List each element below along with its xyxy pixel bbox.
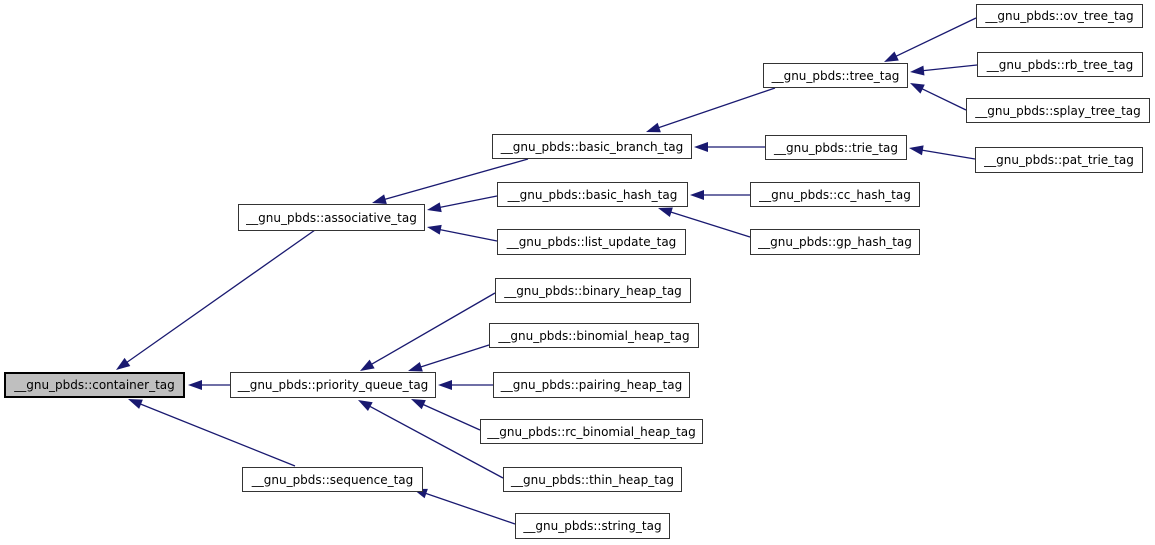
node-tree_tag[interactable]: __gnu_pbds::tree_tag xyxy=(763,63,908,88)
node-ov_tree_tag[interactable]: __gnu_pbds::ov_tree_tag xyxy=(976,4,1143,28)
node-binomial_heap_tag[interactable]: __gnu_pbds::binomial_heap_tag xyxy=(489,323,699,348)
node-sequence_tag[interactable]: __gnu_pbds::sequence_tag xyxy=(242,467,423,492)
inheritance-arrow-binomial_heap_tag-to-priority_queue_tag xyxy=(408,344,490,372)
node-container_tag: __gnu_pbds::container_tag xyxy=(4,372,185,398)
inheritance-arrow-splay_tree_tag-to-tree_tag xyxy=(910,83,967,111)
node-list_update_tag[interactable]: __gnu_pbds::list_update_tag xyxy=(497,229,686,255)
inheritance-arrow-tree_tag-to-basic_branch_tag xyxy=(646,87,776,133)
node-basic_hash_tag[interactable]: __gnu_pbds::basic_hash_tag xyxy=(497,182,688,207)
inheritance-arrow-associative_tag-to-container_tag xyxy=(116,229,316,370)
inheritance-arrow-priority_queue_tag-to-container_tag xyxy=(188,380,231,390)
node-priority_queue_tag[interactable]: __gnu_pbds::priority_queue_tag xyxy=(230,372,436,398)
node-rc_binomial_heap_tag[interactable]: __gnu_pbds::rc_binomial_heap_tag xyxy=(480,419,703,444)
inheritance-arrow-sequence_tag-to-container_tag xyxy=(128,399,296,467)
node-basic_branch_tag[interactable]: __gnu_pbds::basic_branch_tag xyxy=(492,134,692,159)
inheritance-arrow-list_update_tag-to-associative_tag xyxy=(427,224,498,242)
inheritance-arrow-pairing_heap_tag-to-priority_queue_tag xyxy=(438,380,493,390)
inheritance-arrow-cc_hash_tag-to-basic_hash_tag xyxy=(690,190,750,200)
inheritance-arrow-trie_tag-to-basic_branch_tag xyxy=(694,142,765,152)
node-trie_tag[interactable]: __gnu_pbds::trie_tag xyxy=(765,135,907,160)
node-gp_hash_tag[interactable]: __gnu_pbds::gp_hash_tag xyxy=(750,229,920,255)
node-string_tag[interactable]: __gnu_pbds::string_tag xyxy=(515,513,670,539)
node-thin_heap_tag[interactable]: __gnu_pbds::thin_heap_tag xyxy=(503,467,682,492)
node-pairing_heap_tag[interactable]: __gnu_pbds::pairing_heap_tag xyxy=(493,372,690,398)
node-pat_trie_tag[interactable]: __gnu_pbds::pat_trie_tag xyxy=(975,147,1143,173)
inheritance-arrow-binary_heap_tag-to-priority_queue_tag xyxy=(360,292,496,371)
inheritance-arrow-string_tag-to-sequence_tag xyxy=(413,488,516,525)
inheritance-arrow-basic_hash_tag-to-associative_tag xyxy=(427,195,498,213)
inheritance-arrow-ov_tree_tag-to-tree_tag xyxy=(884,17,977,62)
inheritance-arrow-rb_tree_tag-to-tree_tag xyxy=(910,64,978,76)
node-associative_tag[interactable]: __gnu_pbds::associative_tag xyxy=(238,204,425,231)
inheritance-arrow-rc_binomial_heap_tag-to-priority_queue_tag xyxy=(411,399,481,431)
node-cc_hash_tag[interactable]: __gnu_pbds::cc_hash_tag xyxy=(750,182,920,207)
node-rb_tree_tag[interactable]: __gnu_pbds::rb_tree_tag xyxy=(977,52,1143,77)
node-splay_tree_tag[interactable]: __gnu_pbds::splay_tree_tag xyxy=(966,98,1150,123)
inheritance-arrow-pat_trie_tag-to-trie_tag xyxy=(909,145,976,160)
node-binary_heap_tag[interactable]: __gnu_pbds::binary_heap_tag xyxy=(495,278,691,303)
